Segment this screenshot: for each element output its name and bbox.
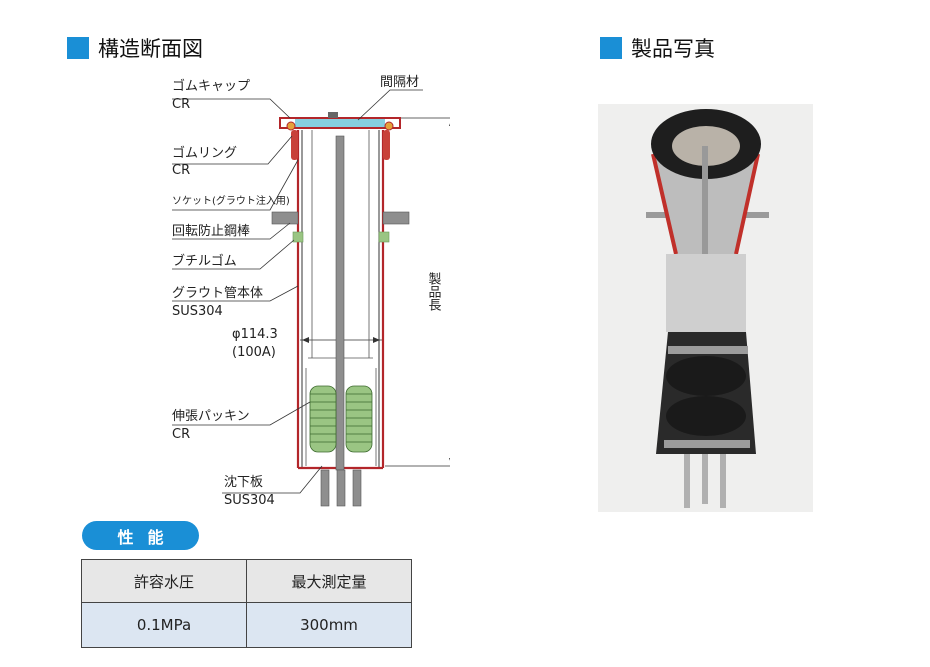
label-socket: ソケット(グラウト注入用) — [172, 194, 290, 207]
label-sinker-plate-material: SUS304 — [224, 493, 275, 508]
photo-packing-band — [668, 346, 748, 354]
anti-rotation-bars — [271, 211, 410, 225]
center-rods — [320, 135, 362, 507]
photo-heading-text: 製品写真 — [631, 37, 715, 61]
label-rubber-ring-material: CR — [172, 163, 190, 178]
performance-label: 性能 — [82, 521, 199, 550]
cell-allowable-pressure: 0.1MPa — [81, 602, 247, 648]
rubber-cap — [279, 112, 401, 131]
label-sinker-plate: 沈下板 — [224, 475, 263, 490]
label-spacer: 間隔材 — [380, 75, 419, 90]
photo-packing-band — [664, 440, 750, 448]
product-photo — [598, 104, 813, 512]
diagram-heading-text: 構造断面図 — [98, 37, 203, 61]
photo-socket-band — [666, 254, 746, 332]
label-expansion-packing: 伸張パッキン — [172, 409, 250, 424]
label-grout-pipe-body: グラウト管本体 — [172, 286, 263, 301]
rubber-rings — [291, 130, 390, 160]
table-row: 0.1MPa 300mm — [81, 602, 412, 648]
label-rubber-cap-material: CR — [172, 97, 190, 112]
label-butyl-rubber: ブチルゴム — [172, 253, 237, 269]
cross-section-diagram: ゴムキャップ CR 間隔材 ゴムリング CR ソケット(グラウト注入用) 回転防… — [172, 75, 450, 508]
sinker-plate-walls — [305, 368, 377, 466]
photo-packing-bulge — [666, 356, 746, 396]
column-header-allowable-pressure: 許容水圧 — [81, 559, 247, 603]
column-header-max-measurement: 最大測定量 — [246, 559, 412, 603]
table-header-row: 許容水圧 最大測定量 — [81, 559, 412, 603]
photo-bottom-rods — [684, 454, 726, 508]
photo-center-rod — [702, 146, 708, 256]
label-rubber-cap: ゴムキャップ — [172, 78, 250, 94]
butyl-rubber — [292, 231, 390, 243]
cell-max-measurement: 300mm — [246, 602, 412, 648]
performance-table: 許容水圧 最大測定量 0.1MPa 300mm — [81, 559, 412, 648]
photo-red-cut — [651, 153, 760, 255]
label-rubber-ring: ゴムリング — [172, 145, 237, 161]
photo-side-rods — [646, 212, 769, 218]
label-grout-pipe-material: SUS304 — [172, 304, 223, 319]
photo-heading: 製品写真 — [600, 33, 715, 63]
photo-packing-bulge — [666, 396, 746, 436]
heading-square-icon — [67, 37, 89, 59]
label-diameter: φ114.3 — [232, 327, 278, 342]
label-anti-rotation-bar: 回転防止鋼棒 — [172, 223, 250, 239]
label-product-length: 製品長 — [426, 272, 442, 311]
expansion-packing — [309, 385, 373, 453]
heading-square-icon — [600, 37, 622, 59]
grout-pipe — [301, 130, 380, 468]
diagram-heading: 構造断面図 — [67, 33, 203, 63]
leader-lines — [172, 89, 423, 494]
label-diameter-nominal: (100A) — [232, 345, 276, 360]
label-expansion-packing-material: CR — [172, 427, 190, 442]
